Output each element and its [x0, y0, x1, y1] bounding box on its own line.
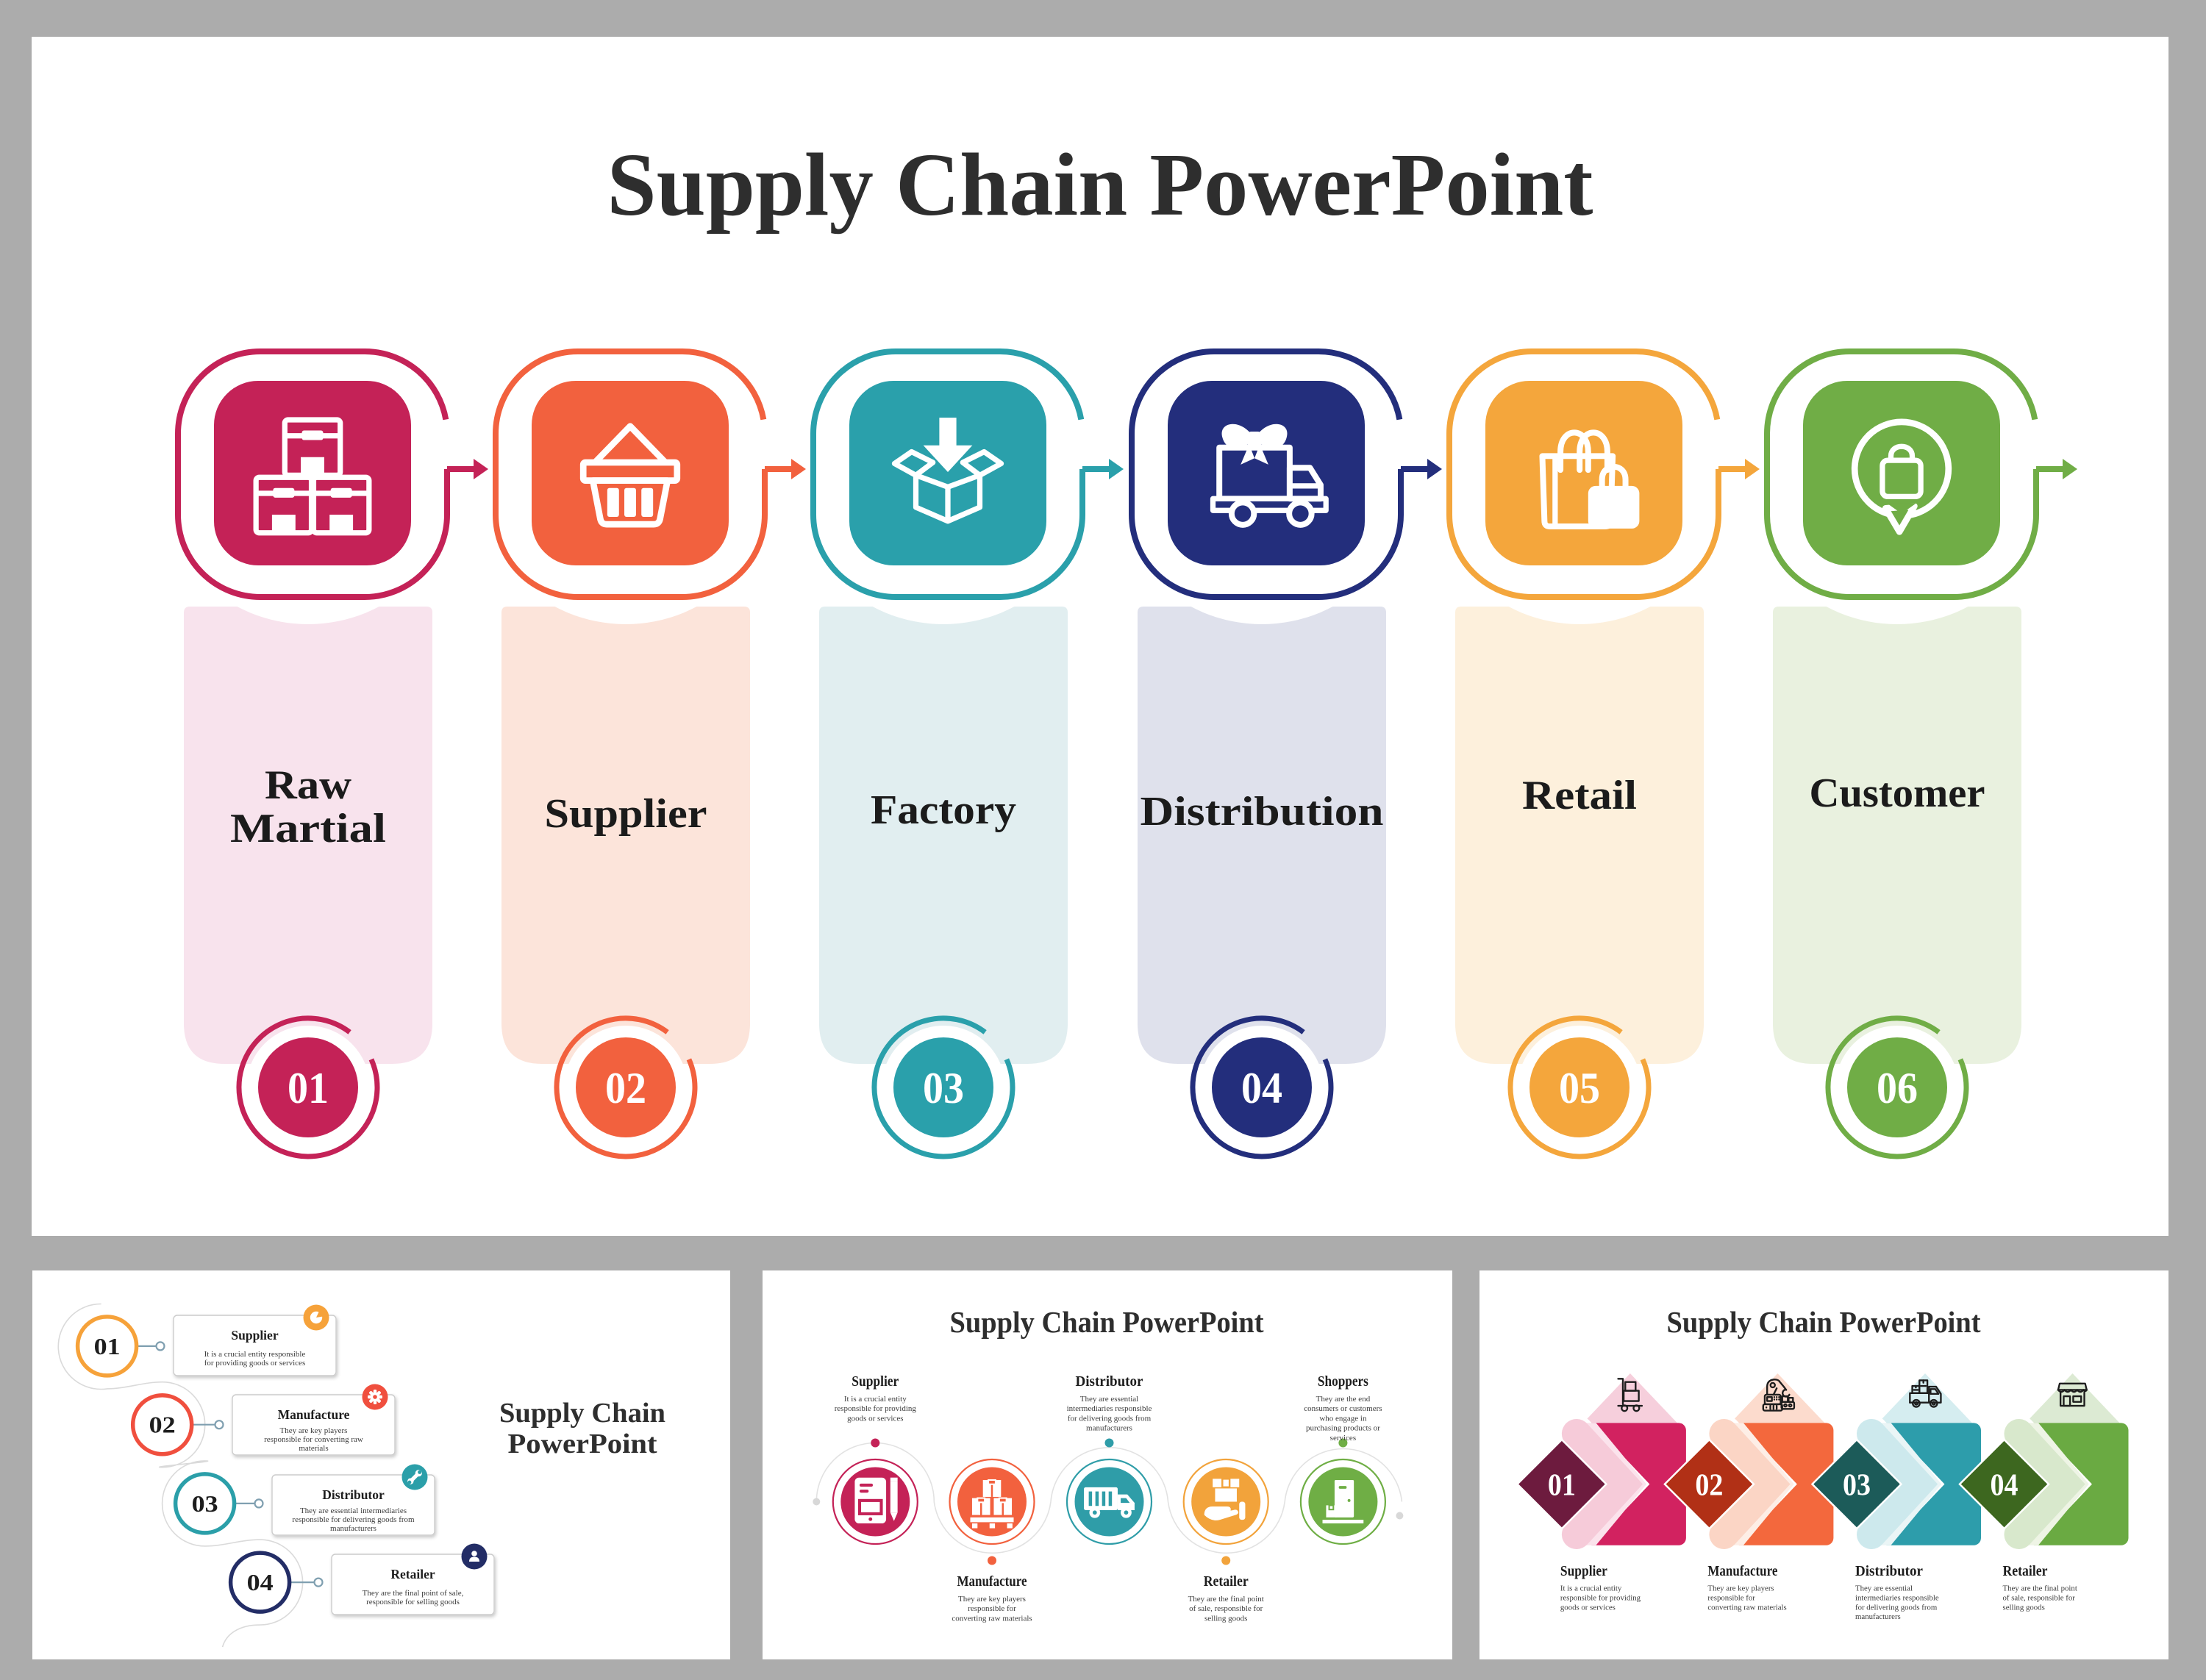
svg-text:Retailer: Retailer	[1204, 1573, 1249, 1590]
svg-text:They are the final point: They are the final point	[2003, 1584, 2077, 1593]
svg-text:04: 04	[247, 1569, 274, 1595]
svg-text:Retailer: Retailer	[390, 1567, 435, 1581]
svg-text:responsible for providing: responsible for providing	[835, 1404, 917, 1413]
svg-text:manufacturers: manufacturers	[1855, 1612, 1901, 1621]
svg-text:They are essential intermediar: They are essential intermediaries	[300, 1506, 407, 1515]
svg-text:Raw: Raw	[265, 762, 352, 808]
svg-text:Retail: Retail	[1522, 773, 1637, 818]
svg-text:03: 03	[1843, 1469, 1871, 1503]
svg-text:They are essential: They are essential	[1855, 1584, 1913, 1593]
svg-text:selling goods: selling goods	[1204, 1614, 1247, 1623]
svg-text:01: 01	[1548, 1469, 1576, 1503]
svg-text:05: 05	[1559, 1064, 1600, 1112]
svg-text:Supplier: Supplier	[545, 791, 707, 837]
svg-text:for providing goods or service: for providing goods or services	[204, 1359, 305, 1368]
svg-text:02: 02	[605, 1064, 646, 1112]
svg-text:It is a crucial entity: It is a crucial entity	[844, 1395, 907, 1404]
svg-text:Distributor: Distributor	[322, 1487, 385, 1502]
svg-text:services: services	[1330, 1434, 1356, 1443]
svg-text:04: 04	[1991, 1469, 2018, 1503]
svg-text:responsible for: responsible for	[968, 1604, 1016, 1613]
svg-text:01: 01	[94, 1333, 121, 1359]
svg-text:03: 03	[923, 1064, 964, 1112]
svg-text:for delivering goods from: for delivering goods from	[1068, 1414, 1152, 1423]
svg-text:Supplier: Supplier	[1560, 1563, 1607, 1579]
svg-text:purchasing products or: purchasing products or	[1306, 1424, 1380, 1433]
svg-text:Manufacture: Manufacture	[1707, 1563, 1777, 1579]
svg-text:06: 06	[1877, 1064, 1918, 1112]
svg-text:goods or services: goods or services	[1560, 1603, 1616, 1612]
svg-text:It is a crucial entity: It is a crucial entity	[1560, 1584, 1622, 1593]
svg-text:They are the end: They are the end	[1316, 1395, 1371, 1404]
svg-text:Factory: Factory	[871, 787, 1016, 833]
svg-text:for delivering goods from: for delivering goods from	[1855, 1603, 1938, 1612]
svg-text:manufacturers: manufacturers	[1086, 1424, 1132, 1433]
svg-text:Supplier: Supplier	[231, 1328, 278, 1343]
svg-text:They are the final point of sa: They are the final point of sale,	[363, 1589, 464, 1598]
svg-text:Martial: Martial	[230, 806, 386, 851]
svg-text:selling goods: selling goods	[2003, 1603, 2045, 1612]
svg-text:Manufacture: Manufacture	[278, 1407, 350, 1422]
svg-text:03: 03	[192, 1490, 218, 1517]
svg-text:Supply Chain PowerPoint: Supply Chain PowerPoint	[950, 1305, 1264, 1339]
svg-text:02: 02	[1695, 1469, 1723, 1503]
svg-text:of sale, responsible for: of sale, responsible for	[1189, 1604, 1263, 1613]
svg-text:Customer: Customer	[1810, 771, 1985, 816]
svg-text:responsible for delivering goo: responsible for delivering goods from	[292, 1515, 415, 1524]
svg-text:responsible for providing: responsible for providing	[1560, 1593, 1641, 1602]
svg-text:Distribution: Distribution	[1141, 789, 1384, 834]
svg-text:They are essential: They are essential	[1080, 1395, 1138, 1404]
svg-text:Shoppers: Shoppers	[1318, 1373, 1368, 1390]
svg-text:They are key players: They are key players	[1707, 1584, 1774, 1593]
svg-text:converting raw materials: converting raw materials	[952, 1614, 1032, 1623]
svg-text:Distributor: Distributor	[1855, 1563, 1923, 1579]
svg-text:Supply Chain PowerPoint: Supply Chain PowerPoint	[607, 135, 1593, 235]
svg-text:Supply Chain PowerPoint: Supply Chain PowerPoint	[1667, 1305, 1981, 1339]
svg-text:Supplier: Supplier	[852, 1373, 899, 1390]
svg-text:of sale, responsible for: of sale, responsible for	[2003, 1593, 2076, 1602]
svg-text:responsible for selling goods: responsible for selling goods	[366, 1598, 460, 1606]
svg-text:Manufacture: Manufacture	[957, 1573, 1027, 1590]
svg-text:01: 01	[288, 1064, 329, 1112]
svg-text:Retailer: Retailer	[2003, 1563, 2048, 1579]
svg-text:who engage in: who engage in	[1319, 1414, 1367, 1423]
svg-text:They are key players: They are key players	[958, 1595, 1026, 1604]
svg-text:converting raw materials: converting raw materials	[1707, 1603, 1786, 1612]
svg-text:consumers or customers: consumers or customers	[1304, 1404, 1382, 1413]
svg-text:04: 04	[1241, 1064, 1282, 1112]
svg-text:02: 02	[149, 1412, 176, 1438]
svg-text:Distributor: Distributor	[1076, 1373, 1143, 1390]
svg-text:intermediaries responsible: intermediaries responsible	[1855, 1593, 1939, 1602]
svg-text:Supply Chain: Supply Chain	[499, 1398, 665, 1429]
svg-text:materials: materials	[299, 1444, 328, 1453]
svg-text:They are key players: They are key players	[280, 1426, 348, 1435]
svg-text:intermediaries responsible: intermediaries responsible	[1067, 1404, 1152, 1413]
svg-text:responsible for: responsible for	[1707, 1593, 1755, 1602]
svg-text:PowerPoint: PowerPoint	[508, 1429, 657, 1459]
svg-text:responsible for converting raw: responsible for converting raw	[264, 1435, 363, 1444]
svg-text:goods or services: goods or services	[847, 1414, 903, 1423]
svg-text:manufacturers: manufacturers	[330, 1524, 376, 1533]
svg-text:It is a crucial entity respons: It is a crucial entity responsible	[204, 1350, 306, 1359]
svg-text:They are the final point: They are the final point	[1188, 1595, 1264, 1604]
